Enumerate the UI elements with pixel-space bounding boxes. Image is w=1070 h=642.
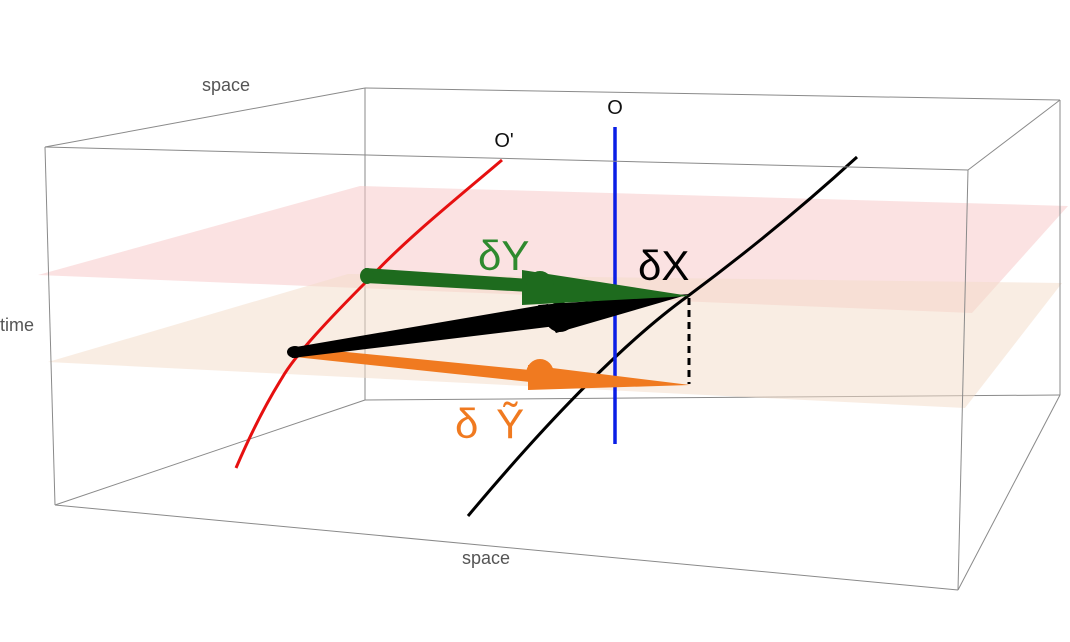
label-observer-o: O — [607, 97, 623, 119]
vector-tail — [360, 268, 374, 284]
vector-head — [528, 365, 690, 390]
bounding-box-front — [44, 99, 1061, 591]
vector-shaft — [365, 268, 530, 292]
vector-tail — [287, 346, 303, 358]
vector-head — [538, 294, 690, 333]
worldline-x — [466, 155, 859, 517]
label-delta-y: δY — [478, 232, 529, 279]
vector-head-base — [545, 302, 575, 332]
lower-plane — [48, 274, 1062, 408]
vector-head-base — [526, 359, 554, 389]
box-edge — [967, 99, 1061, 171]
box-edge — [44, 87, 366, 148]
label-observer-o-prime: O' — [494, 130, 513, 152]
vector-delta-y — [360, 268, 690, 305]
label-delta-y-tilde: δ Ỹ — [455, 400, 524, 447]
vector-delta-y-tilde — [295, 347, 690, 390]
label-delta-y-tilde-letter: Ỹ — [496, 400, 524, 447]
vector-shaft — [290, 304, 556, 358]
worldline-o-prime — [234, 158, 503, 469]
vector-head-base — [526, 271, 554, 303]
box-edge — [54, 504, 959, 591]
vector-head — [522, 270, 690, 305]
vector-delta-x — [287, 294, 690, 358]
axis-label-space-back: space — [202, 75, 250, 95]
axis-label-space-front: space — [462, 548, 510, 568]
vector-shaft — [295, 347, 530, 382]
box-edge — [44, 146, 969, 171]
label-delta-y-tilde-base: δ — [455, 400, 478, 447]
box-edge — [957, 169, 969, 591]
box-edge — [957, 394, 1061, 591]
box-edge — [54, 399, 366, 506]
label-delta-x: δX — [638, 242, 689, 289]
box-edge — [44, 146, 56, 506]
axis-label-time: time — [0, 315, 34, 335]
box-edge — [364, 87, 1061, 101]
